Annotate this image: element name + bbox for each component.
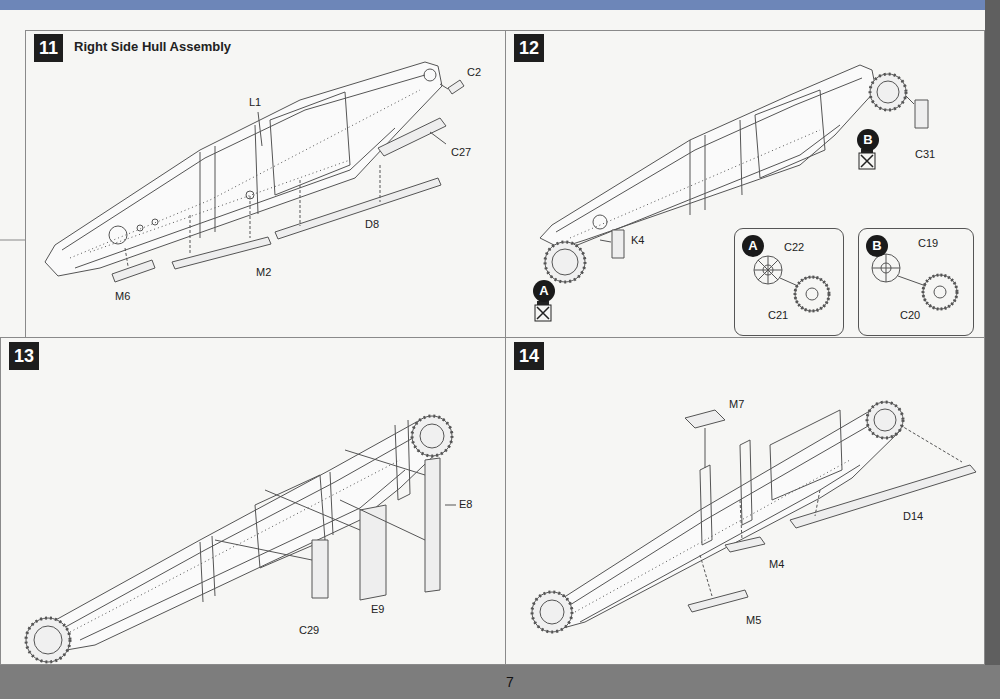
option-badge: A: [748, 239, 757, 253]
part-number: M4: [768, 558, 785, 570]
page-border: [985, 0, 1000, 699]
part-number: D14: [902, 510, 924, 522]
step-panel: 13: [0, 337, 506, 665]
part-number: C21: [767, 309, 789, 321]
option-circle: A: [742, 235, 764, 257]
part-number: M2: [255, 266, 272, 278]
option-circle: B: [866, 235, 888, 257]
option-badge: A: [539, 284, 548, 298]
option-circle: A: [533, 280, 555, 302]
step-panel: 11 Right Side Hull Assembly: [25, 30, 506, 338]
part-number: C29: [298, 624, 320, 636]
option-badge: B: [863, 133, 872, 147]
option-circle: B: [857, 129, 879, 151]
part-number: C2: [466, 66, 482, 78]
option-inset: C22C21 A: [734, 228, 844, 336]
part-number: M6: [114, 290, 131, 302]
option-badge: B: [872, 239, 881, 253]
part-number: K4: [630, 234, 645, 246]
option-inset: C19C20 B: [858, 228, 974, 336]
part-number: L1: [248, 96, 262, 108]
step-number: 12: [514, 34, 544, 62]
part-number: C22: [783, 241, 805, 253]
part-number: E8: [458, 498, 473, 510]
step-number: 13: [9, 342, 39, 370]
step-number: 11: [34, 34, 63, 62]
step-title: Right Side Hull Assembly: [74, 39, 231, 54]
part-number: M7: [728, 398, 745, 410]
part-number: E9: [370, 603, 385, 615]
part-number: D8: [364, 218, 380, 230]
part-number: C31: [914, 148, 936, 160]
part-number: C20: [899, 309, 921, 321]
step-panel: 12A B C22C21 A C19C20 B: [505, 30, 985, 338]
blue-backdrop: [0, 0, 1000, 10]
part-number: C19: [917, 237, 939, 249]
part-number: C27: [450, 146, 472, 158]
part-number: M5: [745, 614, 762, 626]
page-footer-bar: [0, 665, 1000, 699]
step-number: 14: [514, 342, 544, 370]
page-number: 7: [505, 674, 515, 690]
